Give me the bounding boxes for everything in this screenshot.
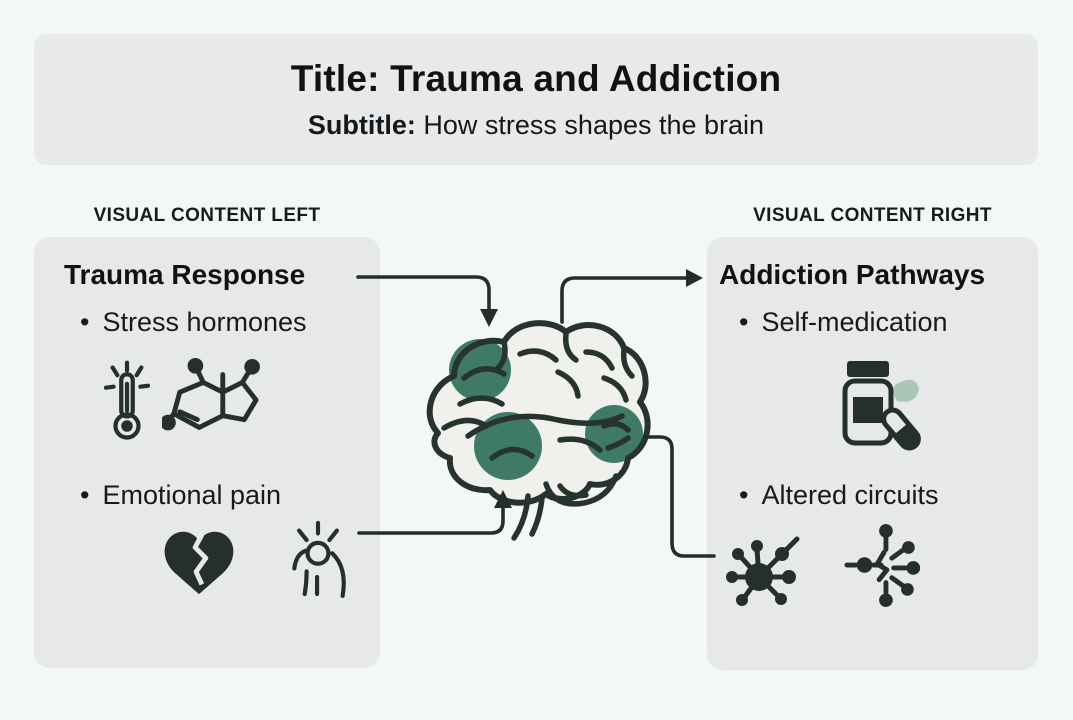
trauma-response-panel: Trauma Response • Stress hormones: [34, 237, 380, 668]
self-medication-label: Self-medication: [761, 307, 948, 337]
bullet-dot: •: [80, 480, 90, 510]
subtitle-text: How stress shapes the brain: [415, 109, 765, 140]
brain-illustration: [408, 308, 666, 558]
subtitle-label: Subtitle:: [307, 109, 416, 140]
addiction-pathways-heading: Addiction Pathways: [719, 259, 986, 290]
addiction-pathways-panel: Addiction Pathways • Self-medication: [707, 237, 1038, 670]
capsule-icon: [881, 407, 921, 451]
stress-hormones-label: Stress hormones: [102, 307, 307, 337]
page-title: Title: Trauma and Addiction: [290, 58, 782, 100]
neuron-icon: [726, 536, 800, 606]
list-item: • Stress hormones: [80, 307, 307, 338]
altered-circuit-icon: [844, 524, 921, 607]
leaf-icon: [893, 379, 919, 402]
emotional-pain-label: Emotional pain: [102, 480, 282, 510]
section-label-left: VISUAL CONTENT LEFT: [93, 205, 321, 226]
hormone-molecule-icon: [162, 357, 260, 431]
temperature-spike-icon: [104, 360, 150, 440]
list-item: • Self-medication: [739, 307, 948, 338]
trauma-response-heading: Trauma Response: [64, 259, 306, 290]
header-box: Title: Trauma and Addiction Subtitle: Ho…: [34, 34, 1038, 165]
altered-circuits-label: Altered circuits: [761, 480, 939, 510]
brain-lower-region: [474, 412, 542, 480]
page-subtitle: Subtitle: How stress shapes the brain: [308, 110, 764, 141]
bullet-dot: •: [739, 307, 749, 337]
section-label-right: VISUAL CONTENT RIGHT: [753, 205, 992, 226]
list-item: • Emotional pain: [80, 480, 281, 511]
stressed-person-icon: [292, 520, 346, 599]
broken-heart-icon: [164, 531, 234, 595]
bullet-dot: •: [739, 480, 749, 510]
brain-icon: [426, 320, 651, 541]
bullet-dot: •: [80, 307, 90, 337]
self-medication-icons: [837, 357, 929, 455]
altered-circuits-icons: [723, 521, 925, 611]
stress-hormones-icons: [104, 357, 264, 447]
list-item: • Altered circuits: [739, 480, 939, 511]
pill-bottle-icon: [842, 361, 921, 451]
emotional-pain-icons: [160, 518, 354, 600]
